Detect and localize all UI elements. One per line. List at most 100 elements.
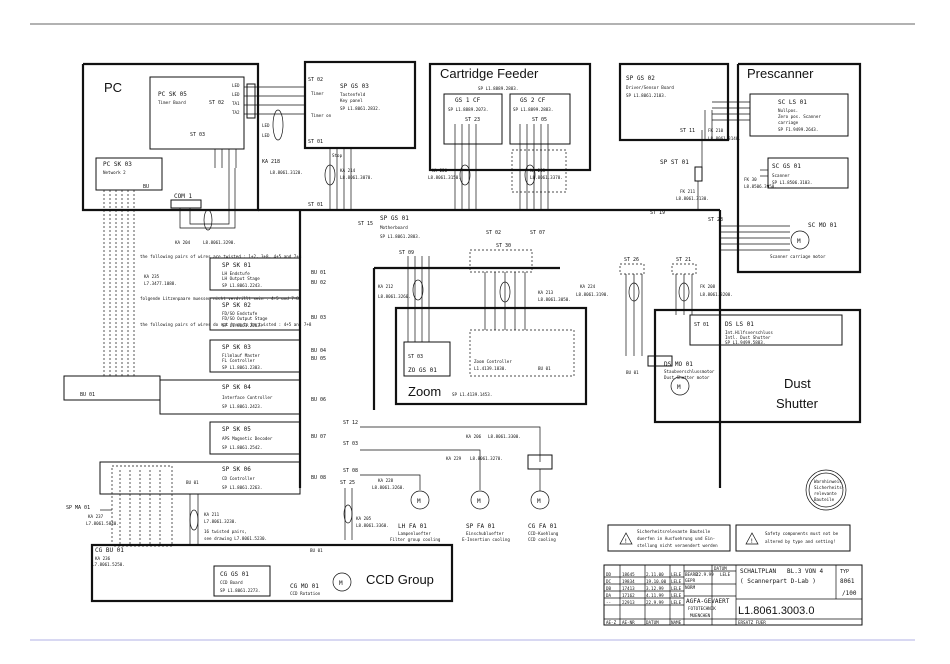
svg-text:BU 06: BU 06	[311, 397, 326, 403]
svg-text:!: !	[624, 538, 628, 545]
svg-text:ST 02: ST 02	[209, 100, 224, 106]
safety-warnings: ! Sicherheitsrelevante Bauteile duerfen …	[607, 469, 851, 552]
svg-text:Scanner carriage motor: Scanner carriage motor	[770, 254, 826, 259]
dust-shutter-section: Dust Shutter ST 01 DS LS 01 Int.Hilfsver…	[576, 257, 862, 424]
svg-text:16 twisted pairs,: 16 twisted pairs,	[204, 529, 247, 534]
svg-text:3.12.99: 3.12.99	[646, 586, 664, 591]
prescanner-title: Prescanner	[747, 66, 814, 81]
svg-text:COM 1: COM 1	[174, 193, 192, 200]
svg-text:FD/SO Output Stage: FD/SO Output Stage	[222, 316, 268, 321]
svg-text:LED: LED	[232, 83, 240, 88]
svg-text:ST 03: ST 03	[190, 132, 205, 138]
fans-section: ST 12 ST 03 ST 08 ST 25 KA 206 L8.8061.3…	[340, 420, 559, 542]
svg-text:22913: 22913	[622, 600, 635, 605]
svg-text:2.11.00: 2.11.00	[646, 572, 664, 577]
svg-text:the following pairs of wires a: the following pairs of wires are twisted…	[140, 254, 302, 259]
svg-text:SP L1.9499.5883.: SP L1.9499.5883.	[725, 340, 765, 345]
svg-text:KA 224: KA 224	[580, 284, 596, 289]
svg-text:L7.3477.1088.: L7.3477.1088.	[144, 281, 177, 286]
svg-text:ST 15: ST 15	[358, 221, 373, 227]
svg-text:SP F1.9499.2643.: SP F1.9499.2643.	[778, 127, 818, 132]
svg-text:L8.8061.3370.: L8.8061.3370.	[530, 175, 563, 180]
svg-text:Lampenluefter: Lampenluefter	[398, 531, 431, 536]
title-block: DATUM BEARB 22.9.99 LELE GEPR NORM DD 18…	[603, 564, 863, 626]
sp-gs01-name: SP GS 01	[380, 215, 409, 222]
svg-text:SC MO 01: SC MO 01	[808, 222, 837, 229]
svg-text:DATUM: DATUM	[646, 620, 659, 625]
key-panel-box: ST 02 SP GS 03 Tastenfeld Key panel SP L…	[262, 60, 417, 210]
svg-text:SP L1.8061.2273.: SP L1.8061.2273.	[220, 588, 260, 593]
svg-text:ST 21: ST 21	[676, 257, 691, 263]
svg-text:LH Endstufe: LH Endstufe	[222, 271, 250, 276]
svg-text:Filter group cooling: Filter group cooling	[390, 537, 441, 542]
svg-text:LELE: LELE	[720, 572, 731, 577]
svg-text:ST 08: ST 08	[343, 468, 358, 474]
svg-text:DB: DB	[606, 586, 612, 591]
svg-text:BU 01: BU 01	[626, 370, 639, 375]
svg-text:LELE: LELE	[671, 586, 682, 591]
svg-text:Sicherheits-: Sicherheits-	[814, 485, 844, 490]
svg-text:SP L1.8506.3103.: SP L1.8506.3103.	[772, 180, 812, 185]
svg-text:L7.8061.3230.: L7.8061.3230.	[204, 519, 237, 524]
svg-text:Bauteile: Bauteile	[814, 497, 835, 502]
svg-text:ST 23: ST 23	[708, 217, 723, 223]
svg-text:SP ST 01: SP ST 01	[660, 159, 689, 166]
svg-text:KA 211: KA 211	[204, 512, 220, 517]
svg-text:CG MO 01: CG MO 01	[290, 583, 319, 590]
svg-text:SP L1.8899.2883.: SP L1.8899.2883.	[513, 107, 553, 112]
svg-text:KA 218: KA 218	[262, 159, 280, 165]
pc-sk05-name: PC SK 05	[158, 91, 187, 98]
svg-text:M: M	[677, 384, 681, 391]
svg-text:DATUM: DATUM	[714, 566, 727, 571]
svg-text:DC: DC	[606, 579, 612, 584]
svg-text:BU 07: BU 07	[311, 434, 326, 440]
svg-text:CG BU 01: CG BU 01	[95, 547, 124, 554]
svg-text:KA 213: KA 213	[538, 290, 554, 295]
svg-text:KA 203: KA 203	[530, 168, 546, 173]
svg-text:SP SK 06: SP SK 06	[222, 466, 251, 473]
svg-text:Sicherheitsrelevante Bauteile: Sicherheitsrelevante Bauteile	[637, 529, 711, 534]
svg-text:M: M	[417, 498, 421, 505]
svg-text:GS 2 CF: GS 2 CF	[520, 97, 546, 104]
svg-text:22.9.99: 22.9.99	[646, 600, 664, 605]
svg-text:ST 02: ST 02	[486, 230, 501, 236]
svg-text:SP L1.8889.2073.: SP L1.8889.2073.	[448, 107, 488, 112]
svg-text:KA 214: KA 214	[340, 168, 356, 173]
svg-text:FK 30: FK 30	[744, 177, 757, 182]
svg-text:LED: LED	[232, 92, 240, 97]
svg-text:18645: 18645	[622, 572, 635, 577]
svg-text:ST 19: ST 19	[650, 210, 665, 216]
svg-text:KA 236: KA 236	[95, 556, 111, 561]
svg-text:L8.8061.3360.: L8.8061.3360.	[356, 523, 389, 528]
svg-text:M: M	[339, 580, 343, 587]
svg-text:BU 08: BU 08	[311, 475, 326, 481]
svg-text:the following pairs of wires d: the following pairs of wires do not have…	[140, 322, 312, 327]
prescanner-section: Prescanner SC LS 01 Nullpos. Zero pos. S…	[708, 62, 862, 274]
svg-text:SP L1.4139.1453.: SP L1.4139.1453.	[452, 392, 492, 397]
svg-text:SP L1.8061.2423.: SP L1.8061.2423.	[222, 404, 262, 409]
svg-text:CG FA 01: CG FA 01	[528, 523, 557, 530]
svg-text:DA: DA	[606, 593, 612, 598]
svg-text:Network 2: Network 2	[103, 170, 126, 175]
svg-text:CCD Rotation: CCD Rotation	[290, 591, 321, 596]
svg-text:SP SK 01: SP SK 01	[222, 262, 251, 269]
svg-text:TA1: TA1	[232, 101, 240, 106]
svg-text:M: M	[537, 498, 541, 505]
svg-text:ST 11: ST 11	[680, 128, 695, 134]
svg-text:SP SK 03: SP SK 03	[222, 344, 251, 351]
doc-subtitle: ( Scannerpart D-Lab )	[740, 578, 816, 585]
svg-text:SP SK 02: SP SK 02	[222, 302, 251, 309]
svg-text:CCD Board: CCD Board	[220, 580, 243, 585]
svg-text:GS 1 CF: GS 1 CF	[455, 97, 481, 104]
svg-text:Timer: Timer	[311, 91, 324, 96]
svg-text:E-Insertion cooling: E-Insertion cooling	[462, 537, 510, 542]
svg-text:stellung nicht veraendert werd: stellung nicht veraendert werden	[637, 543, 718, 548]
svg-text:KA 212: KA 212	[378, 284, 394, 289]
svg-text:FK 211: FK 211	[680, 189, 696, 194]
svg-text:L8.8061.3140.: L8.8061.3140.	[708, 136, 741, 141]
svg-text:KA 228: KA 228	[378, 478, 394, 483]
svg-text:ST 05: ST 05	[532, 117, 547, 123]
svg-text:KA 220: KA 220	[432, 168, 448, 173]
